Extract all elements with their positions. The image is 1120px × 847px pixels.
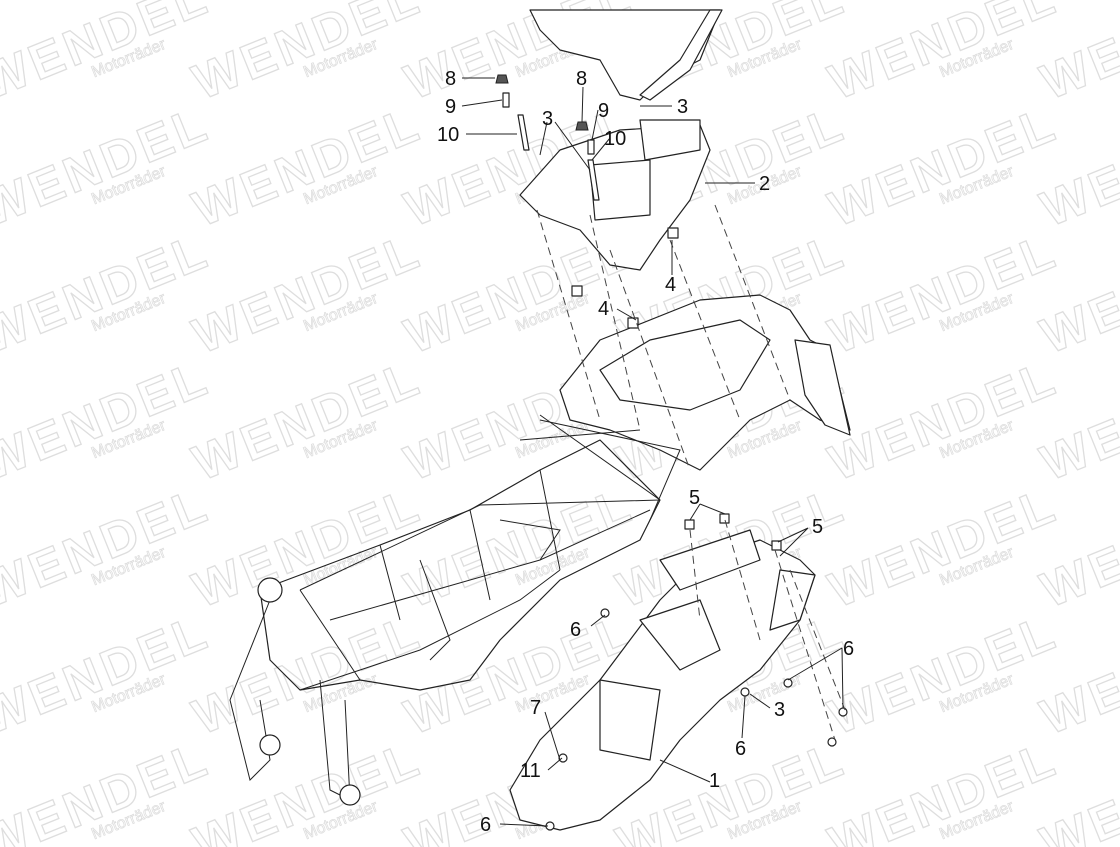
callout-6: 6	[480, 814, 491, 836]
svg-text:WENDEL: WENDEL	[0, 0, 217, 110]
svg-text:WENDEL: WENDEL	[0, 95, 217, 237]
callout-4: 4	[598, 298, 609, 320]
callout-8: 8	[576, 68, 587, 90]
svg-text:WENDEL: WENDEL	[185, 95, 429, 237]
rear-frame-drawing	[229, 9, 851, 831]
svg-text:WENDEL: WENDEL	[821, 222, 1065, 364]
svg-text:WENDEL: WENDEL	[821, 349, 1065, 491]
svg-text:WENDEL: WENDEL	[0, 476, 217, 618]
callout-9: 9	[598, 100, 609, 122]
svg-text:WENDEL: WENDEL	[185, 0, 429, 110]
callout-3: 3	[542, 108, 553, 130]
callout-11: 11	[520, 760, 541, 782]
svg-text:WENDEL: WENDEL	[0, 349, 217, 491]
callout-5: 5	[689, 487, 700, 509]
callout-6: 6	[843, 638, 854, 660]
svg-text:WENDEL: WENDEL	[821, 603, 1065, 745]
callout-3: 3	[677, 96, 688, 118]
callout-8: 8	[445, 68, 456, 90]
svg-text:WENDEL: WENDEL	[0, 222, 217, 364]
callout-7: 7	[530, 697, 541, 719]
svg-text:WENDEL: WENDEL	[821, 476, 1065, 618]
callout-10: 10	[604, 128, 626, 150]
callout-2: 2	[759, 173, 770, 195]
svg-text:WENDEL: WENDEL	[0, 603, 217, 745]
callout-6: 6	[735, 738, 746, 760]
callout-6: 6	[570, 619, 581, 641]
callout-10: 10	[437, 124, 459, 146]
callout-3: 3	[774, 699, 785, 721]
callout-1: 1	[709, 770, 720, 792]
callout-4: 4	[665, 274, 676, 296]
callout-5: 5	[812, 516, 823, 538]
svg-text:WENDEL: WENDEL	[821, 0, 1065, 110]
svg-text:WENDEL: WENDEL	[185, 222, 429, 364]
callout-layer: 8 9 10 8 9 10 3 3 2 4 4 5 5 6 6 3 6 7 11…	[437, 68, 854, 836]
svg-text:WENDEL: WENDEL	[821, 95, 1065, 237]
svg-text:WENDEL: WENDEL	[185, 349, 429, 491]
callout-9: 9	[445, 96, 456, 118]
